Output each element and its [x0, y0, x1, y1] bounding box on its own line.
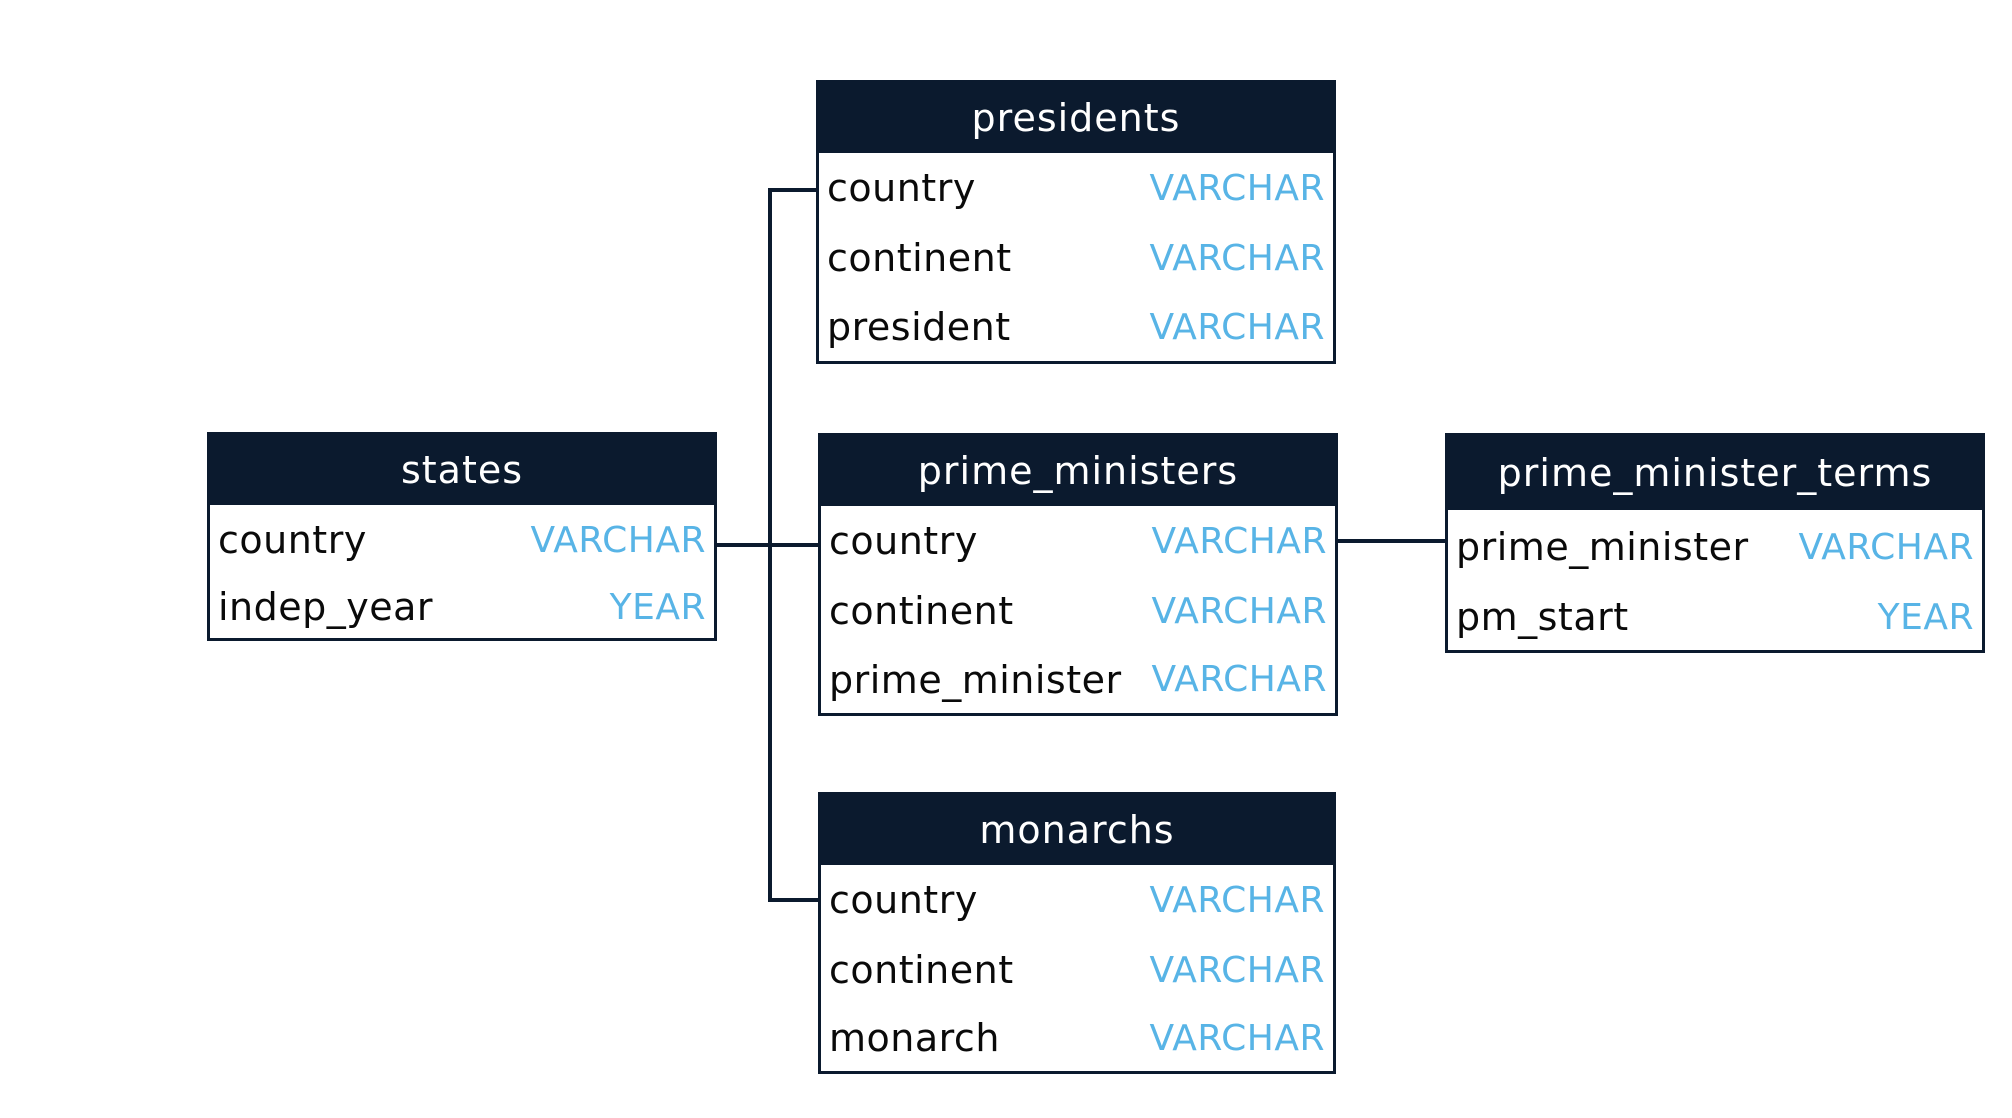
field-name: president	[827, 305, 1011, 349]
table-header: presidents	[819, 83, 1333, 153]
table-header: monarchs	[821, 795, 1333, 865]
table-fields: country VARCHAR continent VARCHAR monarc…	[821, 865, 1333, 1071]
field-name: continent	[829, 589, 1014, 633]
table-fields: prime_minister VARCHAR pm_start YEAR	[1448, 510, 1982, 650]
table-header: states	[210, 435, 714, 505]
table-fields: country VARCHAR indep_year YEAR	[210, 505, 714, 639]
field-row-prime-minister[interactable]: prime_minister VARCHAR	[821, 646, 1335, 713]
field-row-continent[interactable]: continent VARCHAR	[821, 935, 1333, 1005]
field-row-monarch[interactable]: monarch VARCHAR	[821, 1005, 1333, 1071]
field-name: country	[827, 166, 976, 210]
field-row-pm-start[interactable]: pm_start YEAR	[1448, 584, 1982, 650]
field-type: YEAR	[1877, 596, 1974, 638]
field-name: continent	[827, 236, 1012, 280]
field-row-country[interactable]: country VARCHAR	[821, 865, 1333, 935]
table-fields: country VARCHAR continent VARCHAR prime_…	[821, 506, 1335, 713]
field-row-country[interactable]: country VARCHAR	[821, 506, 1335, 576]
table-prime-ministers[interactable]: prime_ministers country VARCHAR continen…	[818, 433, 1338, 716]
field-name: country	[829, 519, 978, 563]
field-type: VARCHAR	[1149, 949, 1325, 991]
field-type: VARCHAR	[1149, 879, 1325, 921]
field-name: monarch	[829, 1016, 1000, 1060]
field-name: continent	[829, 948, 1014, 992]
field-name: pm_start	[1456, 595, 1629, 639]
field-row-prime-minister[interactable]: prime_minister VARCHAR	[1448, 510, 1982, 584]
field-type: VARCHAR	[1149, 167, 1325, 209]
field-type: VARCHAR	[1151, 659, 1327, 700]
field-type: VARCHAR	[1151, 520, 1327, 562]
field-type: VARCHAR	[530, 519, 706, 561]
field-row-country[interactable]: country VARCHAR	[819, 153, 1333, 223]
field-name: prime_minister	[829, 657, 1122, 702]
field-row-indep-year[interactable]: indep_year YEAR	[210, 575, 714, 639]
field-type: VARCHAR	[1151, 590, 1327, 632]
table-fields: country VARCHAR continent VARCHAR presid…	[819, 153, 1333, 361]
table-presidents[interactable]: presidents country VARCHAR continent VAR…	[816, 80, 1336, 364]
field-row-country[interactable]: country VARCHAR	[210, 505, 714, 575]
field-row-president[interactable]: president VARCHAR	[819, 293, 1333, 361]
field-type: VARCHAR	[1149, 306, 1325, 348]
field-name: indep_year	[218, 585, 434, 629]
field-type: VARCHAR	[1798, 526, 1974, 568]
field-type: VARCHAR	[1149, 1017, 1325, 1059]
table-header: prime_ministers	[821, 436, 1335, 506]
table-prime-minister-terms[interactable]: prime_minister_terms prime_minister VARC…	[1445, 433, 1985, 653]
table-monarchs[interactable]: monarchs country VARCHAR continent VARCH…	[818, 792, 1336, 1074]
table-header: prime_minister_terms	[1448, 436, 1982, 510]
field-type: YEAR	[609, 586, 706, 628]
field-name: country	[218, 518, 367, 562]
field-name: prime_minister	[1456, 525, 1749, 569]
field-row-continent[interactable]: continent VARCHAR	[821, 576, 1335, 646]
field-row-continent[interactable]: continent VARCHAR	[819, 223, 1333, 293]
field-name: country	[829, 878, 978, 922]
field-type: VARCHAR	[1149, 237, 1325, 279]
table-states[interactable]: states country VARCHAR indep_year YEAR	[207, 432, 717, 641]
